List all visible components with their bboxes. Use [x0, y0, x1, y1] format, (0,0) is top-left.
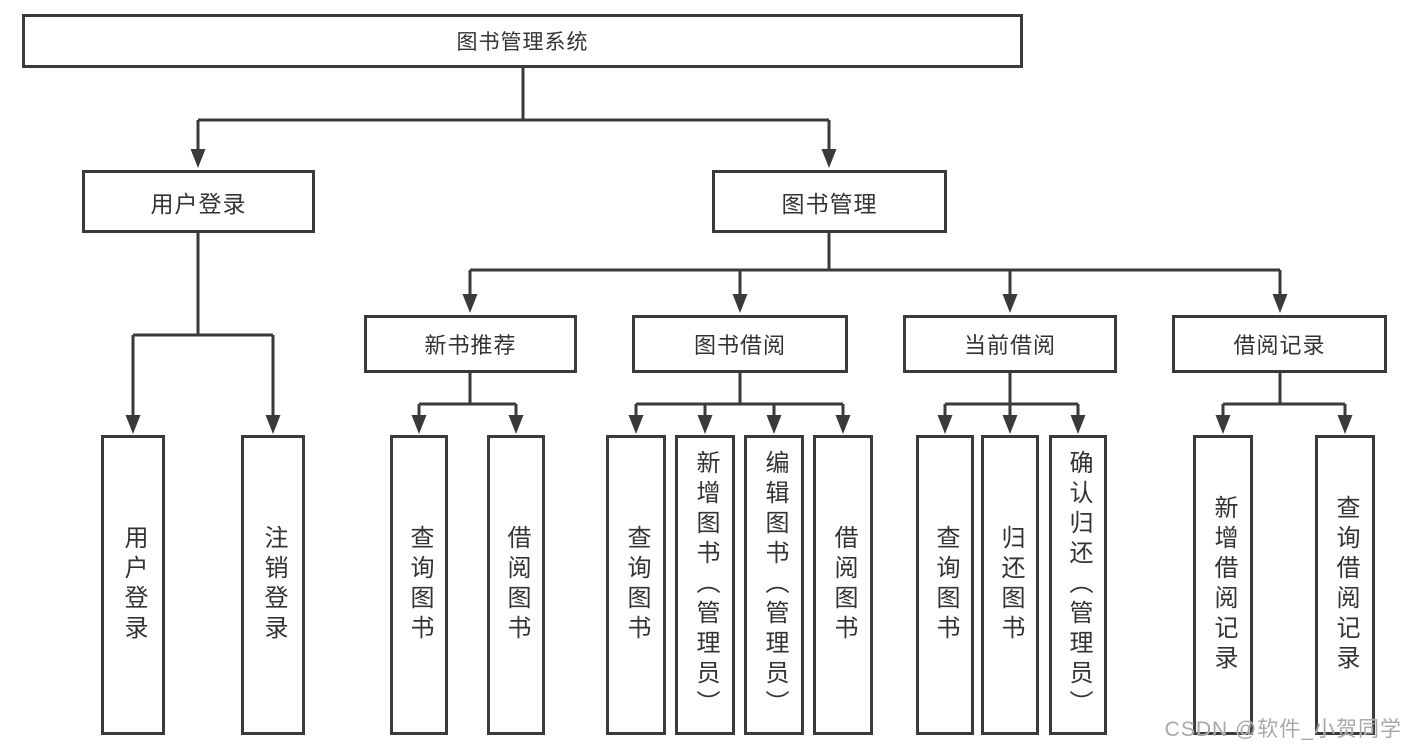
leaf-borrow-books-recommend: 借阅图书: [487, 435, 545, 735]
leaf-query-books-current: 查询图书: [916, 435, 974, 735]
node-user-login: 用户登录: [82, 170, 315, 233]
node-new-book-recommend: 新书推荐: [364, 315, 577, 373]
leaf-label: 查询图书: [932, 525, 959, 645]
leaf-query-books-borrowing: 查询图书: [606, 435, 666, 735]
leaf-label: 确认归还（管理员）: [1065, 450, 1092, 720]
leaf-label: 归还图书: [997, 525, 1024, 645]
node-borrowing-records: 借阅记录: [1172, 315, 1387, 373]
leaf-return-books: 归还图书: [981, 435, 1039, 735]
leaf-label: 用户登录: [120, 525, 147, 645]
leaf-edit-book-admin: 编辑图书（管理员）: [744, 435, 804, 735]
node-label: 借阅记录: [1233, 333, 1326, 358]
csdn-watermark: CSDN @软件_小贺同学: [1164, 718, 1402, 741]
leaf-label: 新增借阅记录: [1210, 495, 1237, 675]
node-book-borrowing: 图书借阅: [632, 315, 848, 373]
leaf-label: 借阅图书: [503, 525, 530, 645]
node-label: 图书管理系统: [456, 31, 589, 54]
node-label: 用户登录: [150, 190, 247, 217]
leaf-label: 查询图书: [406, 525, 433, 645]
node-root-system: 图书管理系统: [22, 14, 1023, 68]
leaf-label: 查询借阅记录: [1332, 495, 1359, 675]
leaf-label: 编辑图书（管理员）: [761, 450, 788, 720]
leaf-label: 查询图书: [623, 525, 650, 645]
node-label: 当前借阅: [963, 333, 1056, 358]
node-label: 图书管理: [781, 190, 878, 217]
leaf-query-borrow-record: 查询借阅记录: [1315, 435, 1375, 735]
leaf-query-books-recommend: 查询图书: [390, 435, 448, 735]
leaf-label: 借阅图书: [830, 525, 857, 645]
leaf-add-book-admin: 新增图书（管理员）: [675, 435, 735, 735]
node-label: 图书借阅: [693, 333, 786, 358]
leaf-label: 新增图书（管理员）: [692, 450, 719, 720]
leaf-logout: 注销登录: [241, 435, 305, 735]
leaf-borrow-books: 借阅图书: [813, 435, 873, 735]
leaf-confirm-return-admin: 确认归还（管理员）: [1049, 435, 1107, 735]
node-label: 新书推荐: [424, 333, 517, 358]
node-book-management: 图书管理: [712, 170, 947, 233]
leaf-user-login: 用户登录: [101, 435, 165, 735]
leaf-label: 注销登录: [260, 525, 287, 645]
leaf-add-borrow-record: 新增借阅记录: [1193, 435, 1253, 735]
node-current-borrowing: 当前借阅: [903, 315, 1117, 373]
